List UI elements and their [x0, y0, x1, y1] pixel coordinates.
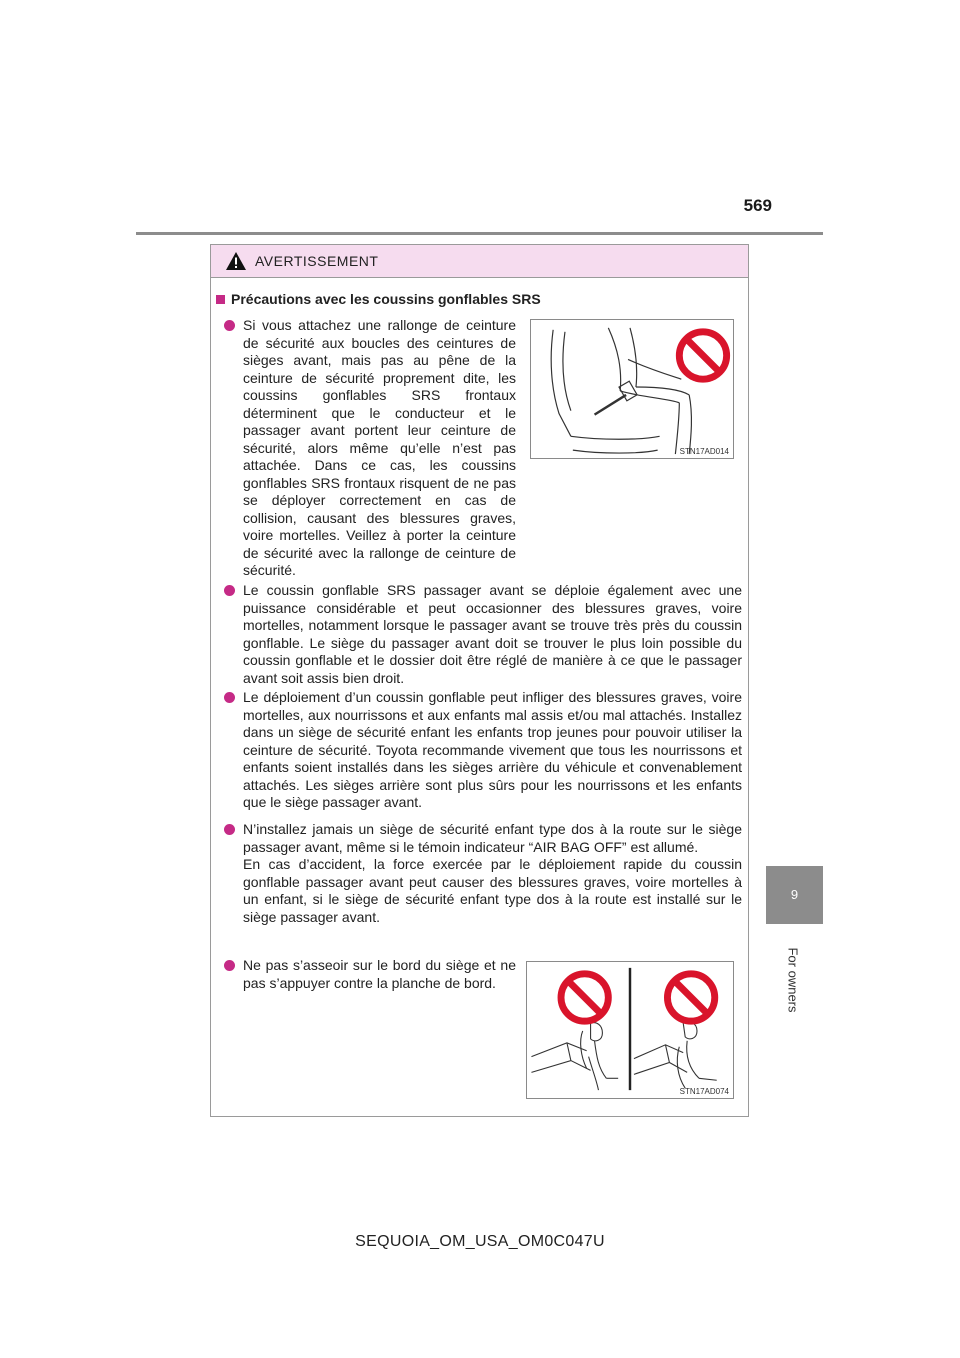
section-title-text: Précautions avec les coussins gonflables…	[231, 291, 541, 307]
list-item: Si vous attachez une rallonge de ceintur…	[224, 317, 516, 580]
item-text: Le déploiement d’un coussin gonflable pe…	[243, 689, 742, 810]
chapter-tab: 9	[766, 866, 823, 924]
warning-title: AVERTISSEMENT	[255, 253, 379, 269]
warning-triangle-icon	[226, 252, 246, 270]
bullet-icon	[224, 823, 235, 835]
item-text: N’installez jamais un siège de sécurité …	[243, 821, 742, 855]
section-title: Précautions avec les coussins gonflables…	[216, 291, 541, 307]
item-text: Si vous attachez une rallonge de ceintur…	[243, 317, 516, 578]
header-rule	[136, 232, 823, 235]
list-item: Ne pas s’asseoir sur le bord du siège et…	[224, 957, 516, 992]
warning-box: AVERTISSEMENT Précautions avec les couss…	[210, 244, 749, 1117]
item-text-continued: En cas d’accident, la force exercée par …	[243, 856, 742, 925]
seatbelt-illustration	[550, 327, 731, 455]
prohibition-icon	[557, 970, 612, 1025]
item-text: Le coussin gonflable SRS passager avant …	[243, 582, 742, 686]
figure-seating-posture: STN17AD074	[526, 961, 734, 1099]
figure-seatbelt-extender: STN17AD014	[530, 319, 734, 459]
bullet-icon	[224, 959, 235, 971]
figure-code: STN17AD014	[679, 447, 729, 456]
chapter-label: For owners	[768, 930, 818, 1030]
figure-code: STN17AD074	[679, 1087, 729, 1096]
list-item: Le déploiement d’un coussin gonflable pe…	[224, 689, 742, 812]
footer-code: SEQUOIA_OM_USA_OM0C047U	[355, 1233, 605, 1250]
section-square-icon	[216, 294, 225, 304]
prohibition-icon	[664, 970, 719, 1025]
chapter-label-text: For owners	[785, 947, 801, 1013]
bullet-icon	[224, 319, 235, 331]
prohibition-icon	[675, 328, 731, 383]
bullet-icon	[224, 584, 235, 596]
list-item: N’installez jamais un siège de sécurité …	[224, 821, 742, 926]
warning-header: AVERTISSEMENT	[211, 245, 748, 278]
list-item: Le coussin gonflable SRS passager avant …	[224, 582, 742, 687]
item-text: Ne pas s’asseoir sur le bord du siège et…	[243, 957, 516, 991]
posture-illustration	[531, 967, 719, 1091]
bullet-icon	[224, 691, 235, 703]
page-number: 569	[743, 196, 772, 215]
